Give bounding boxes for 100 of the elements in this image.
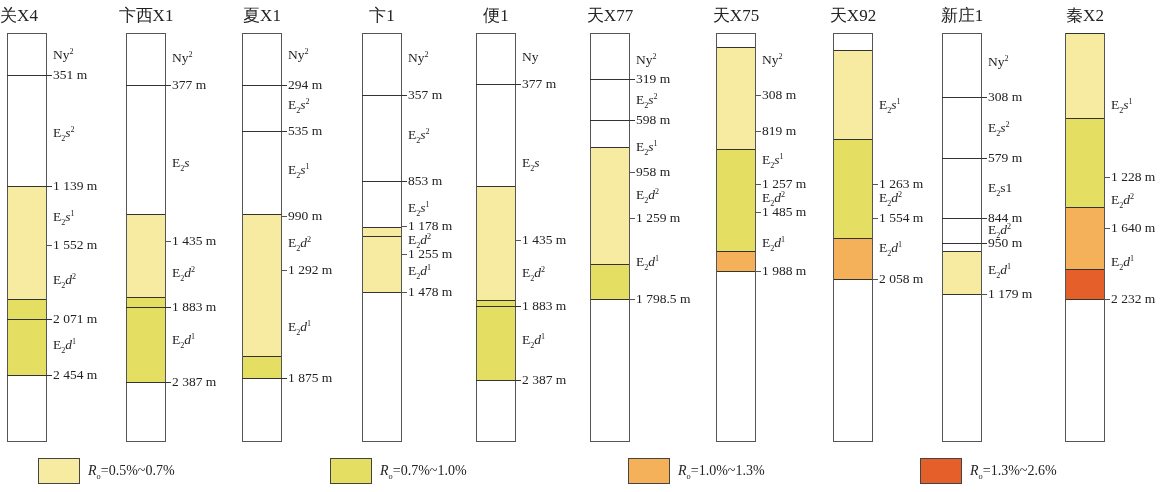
depth-label: 294 m [288,78,323,92]
depth-label: 1 263 m [879,177,924,191]
legend-label: R$_{o}$=1.3%~2.6% [970,463,1057,479]
maturity-band [591,264,629,300]
maturity-band [127,214,165,298]
formation-label: E$_{2}$d$^{1}$ [762,236,786,250]
depth-label: 1 228 m [1111,170,1156,184]
depth-label: 1 554 m [879,211,924,225]
formation-label: E$_{2}$d$^{1}$ [636,255,660,269]
formation-label: E$_{2}$d$^{2}$ [172,266,196,280]
formation-label: E$_{2}$s$^{1}$ [288,163,310,177]
formation-label: E$_{2}$d$^{1}$ [172,333,196,347]
formation-label: E$_{2}$s [172,156,190,170]
maturity-band [243,214,281,357]
maturity-band [243,356,281,379]
maturity-band [1066,207,1104,270]
depth-label: 2 387 m [522,373,567,387]
formation-label: E$_{2}$d$^{2}$ [879,191,903,205]
maturity-band [834,238,872,280]
depth-label: 2 387 m [172,375,217,389]
formation-label: E$_{2}$d$^{1}$ [522,333,546,347]
maturity-band [834,139,872,239]
maturity-band [477,186,515,301]
formation-label: E$_{2}$d$^{1}$ [53,338,77,352]
depth-label: 1 257 m [762,177,807,191]
depth-label: 1 435 m [522,233,567,247]
formation-label: E$_{2}$s$^{1}$ [762,153,784,167]
formation-label: E$_{2}$s1 [988,181,1013,195]
maturity-band [8,186,46,300]
depth-label: 1 883 m [172,300,217,314]
well-name: 卞1 [369,6,395,26]
depth-label: 2 454 m [53,368,98,382]
maturity-band [591,147,629,265]
formation-label: E$_{2}$s [522,156,540,170]
formation-label: E$_{2}$s$^{1}$ [879,98,901,112]
depth-label: 598 m [636,113,671,127]
formation-label: E$_{2}$d$^{1}$ [988,263,1012,277]
depth-label: 535 m [288,124,323,138]
well-name: 关X4 [0,6,38,26]
well-name: 天X92 [829,6,877,26]
legend-label: R$_{o}$=0.7%~1.0% [380,463,467,479]
well-name: 夏X1 [243,6,281,26]
maturity-band [943,251,981,295]
legend-label: R$_{o}$=0.5%~0.7% [88,463,175,479]
well-name: 卞西X1 [118,6,174,26]
maturity-band [1066,118,1104,208]
maturity-band [477,300,515,381]
formation-label: E$_{2}$s$^{2}$ [408,128,430,142]
formation-label: E$_{2}$d$^{2}$ [636,188,660,202]
depth-label: 308 m [988,90,1023,104]
formation-label: E$_{2}$d$^{2}$ [408,233,432,247]
maturity-band [127,297,165,383]
depth-label: 819 m [762,124,797,138]
depth-label: 1 478 m [408,285,453,299]
well-name: 便1 [483,6,509,26]
depth-label: 2 058 m [879,272,924,286]
depth-label: 853 m [408,174,443,188]
depth-label: 1 139 m [53,179,98,193]
depth-label: 2 071 m [53,312,98,326]
depth-label: 1 798.5 m [636,292,691,306]
well-name: 新庄1 [940,6,984,26]
formation-label: Ny$^{2}$ [53,48,74,62]
formation-label: E$_{2}$s$^{1}$ [53,210,75,224]
maturity-band [8,299,46,376]
depth-label: 377 m [522,77,557,91]
formation-label: E$_{2}$d$^{2}$ [988,223,1012,237]
depth-label: 1 552 m [53,238,98,252]
maturity-band [363,227,401,237]
depth-label: 1 485 m [762,205,807,219]
formation-label: E$_{2}$d$^{2}$ [288,236,312,250]
formation-label: E$_{2}$d$^{1}$ [288,320,312,334]
well-name: 天X77 [586,6,634,26]
depth-label: 1 292 m [288,263,333,277]
depth-label: 308 m [762,88,797,102]
formation-label: E$_{2}$d$^{1}$ [1111,255,1135,269]
formation-label: E$_{2}$s$^{1}$ [1111,98,1133,112]
maturity-band [717,47,755,150]
depth-label: 1 988 m [762,264,807,278]
formation-label: E$_{2}$s$^{2}$ [288,98,310,112]
depth-label: 1 883 m [522,299,567,313]
depth-label: 1 259 m [636,211,681,225]
formation-label: Ny [522,50,539,64]
formation-label: E$_{2}$s$^{2}$ [988,121,1010,135]
depth-label: 2 232 m [1111,292,1156,306]
maturity-band [717,251,755,272]
depth-label: 319 m [636,72,671,86]
formation-label: E$_{2}$d$^{2}$ [762,191,786,205]
formation-label: Ny$^{2}$ [762,53,783,67]
maturity-band [834,50,872,140]
formation-label: E$_{2}$s$^{1}$ [408,201,430,215]
depth-label: 579 m [988,151,1023,165]
formation-label: E$_{2}$d$^{1}$ [879,241,903,255]
depth-label: 351 m [53,68,88,82]
formation-label: E$_{2}$s$^{2}$ [636,93,658,107]
depth-label: 377 m [172,78,207,92]
formation-label: E$_{2}$d$^{2}$ [522,266,546,280]
legend-label: R$_{o}$=1.0%~1.3% [678,463,765,479]
depth-label: 1 178 m [408,219,453,233]
formation-label: Ny$^{2}$ [408,51,429,65]
formation-label: E$_{2}$d$^{2}$ [1111,193,1135,207]
